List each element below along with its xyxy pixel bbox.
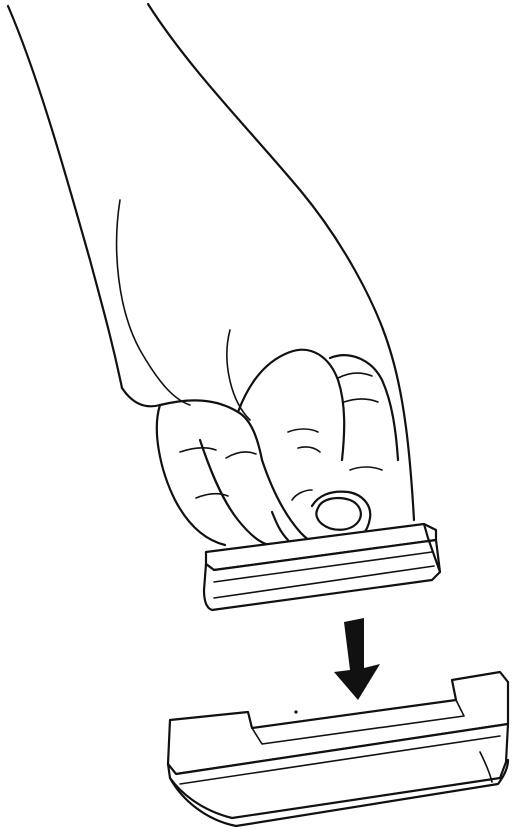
base-holder <box>168 672 508 826</box>
forearm-right-edge <box>148 4 414 520</box>
middle-knuckle-line-1 <box>338 373 372 378</box>
middle-knuckle-line-3 <box>350 467 382 470</box>
finger-joint-line-1 <box>180 448 216 452</box>
hand <box>8 4 414 549</box>
finger-joint-line-3 <box>226 452 256 458</box>
arrow-down-icon <box>334 618 380 700</box>
palm-crease <box>117 200 190 405</box>
holder-dot <box>294 710 297 713</box>
middle-finger-top <box>330 355 398 460</box>
forearm-left-edge <box>8 6 122 388</box>
removable-pad <box>204 524 440 610</box>
index-knuckle-line-1 <box>288 429 318 432</box>
finger-outer-1 <box>157 405 225 545</box>
middle-knuckle-line-2 <box>344 399 378 402</box>
index-knuckle-line-2 <box>298 447 320 452</box>
index-finger-top <box>238 350 344 460</box>
wrist-crease <box>227 330 250 420</box>
thumb-joint-line <box>292 490 312 500</box>
fingertip-under-pad <box>272 512 288 540</box>
insert-arrow <box>334 618 380 700</box>
thumbnail <box>316 498 360 530</box>
